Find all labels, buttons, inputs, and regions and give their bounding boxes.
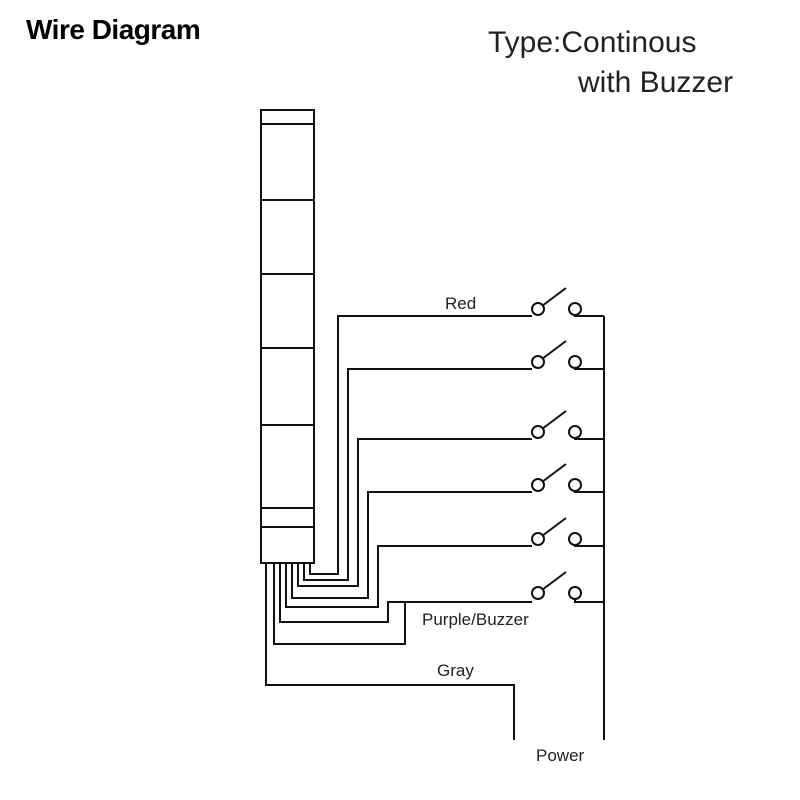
wire-5 (285, 545, 532, 608)
tower-body (260, 109, 315, 564)
label-purple-buzzer: Purple/Buzzer (422, 610, 529, 629)
diagram-title: Wire Diagram (26, 14, 201, 45)
switch-1 (531, 287, 604, 317)
label-power: Power (536, 746, 585, 765)
wire-3 (297, 438, 532, 587)
switch-2 (531, 340, 604, 370)
wire-red (309, 315, 532, 575)
switch-5 (531, 517, 604, 547)
wire-6 (279, 563, 532, 623)
tower-light (260, 109, 315, 564)
wire-2 (303, 368, 532, 581)
switch-3 (531, 410, 604, 440)
label-gray: Gray (437, 661, 474, 680)
wire-4 (291, 491, 532, 599)
type-label-continued: with Buzzer (578, 66, 734, 99)
wires (265, 315, 532, 740)
switch-6 (531, 571, 604, 603)
wire-purple-buzzer (273, 563, 406, 645)
switches (531, 287, 604, 603)
type-label: Type:Continous (488, 26, 697, 59)
wire-gray (265, 563, 515, 740)
switch-4 (531, 463, 604, 493)
label-red: Red (445, 294, 476, 313)
